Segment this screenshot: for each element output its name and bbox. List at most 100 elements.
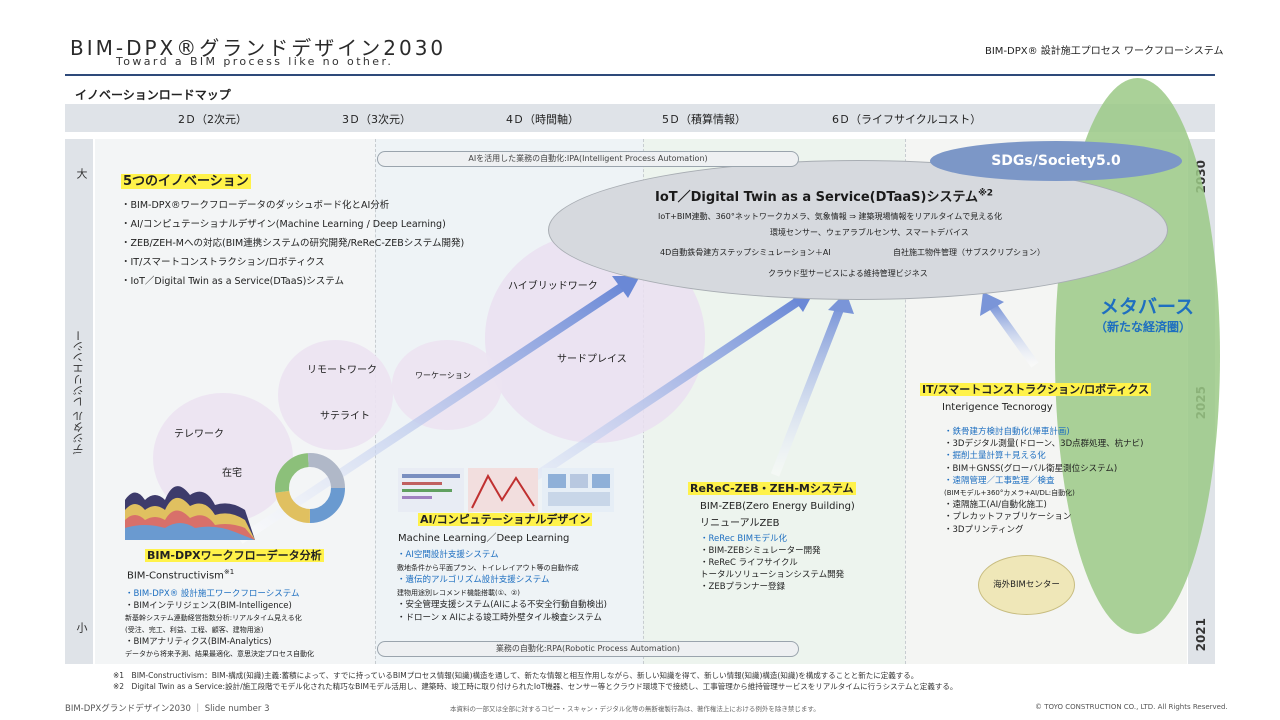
dimension-3d: 3Ｄ（3次元） [342,113,411,126]
zeb-title-text: ReReC-ZEB・ZEH-Mシステム [688,482,856,495]
dtaas-ellipse [548,160,1168,300]
ai-design-title-text: AI/コンピュテーショナルデザイン [418,513,593,526]
zeb-subtitle-renewal: リニューアルZEB [700,518,780,529]
ai-design-item: ・ドローン x AIによる竣工時外壁タイル検査システム [397,612,602,623]
ai-design-subtitle: Machine Learning／Deep Learning [398,533,570,544]
label-workation: ワーケーション [415,371,471,380]
axis-label-small: 小 [75,622,88,633]
dtaas-line: 環境センサー、ウェアラブルセンサ、スマートデバイス [770,228,969,237]
it-title-text: IT/スマートコンストラクション/ロボティクス [920,383,1152,396]
metaverse-title: メタバース [1100,296,1195,318]
label-third-place: サードプレイス [557,354,627,365]
ai-design-item: ・安全管理支援システム(AIによる不安全行動自動検出) [397,600,607,610]
zeb-item: ・ZEBプランナー登録 [700,582,786,592]
workflow-title-text: BIM-DPXワークフローデータ分析 [145,549,324,562]
dashboard-area-chart-image [125,486,255,540]
ai-design-item: 敷地条件から平面プラン、トイレレイアウト等の自動作成 [397,563,579,572]
workflow-title: BIM-DPXワークフローデータ分析 [145,547,324,563]
footnote-1: ※1 BIM-Constructivism：BIM-構成(知識)主義:蓄積によっ… [113,671,919,680]
it-item: ・3Dデジタル測量(ドローン、3D点群処理、杭ナビ) [944,439,1144,450]
label-home: 在宅 [222,468,242,479]
workflow-subtitle: BIM-Constructivism※1 [127,568,234,581]
it-item: ・遠隔施工(AI/自動化施工) [944,500,1047,511]
dashboard-donut-chart-image [275,453,345,523]
ai-design-title: AI/コンピュテーショナルデザイン [418,511,593,527]
bubble-workation [392,340,502,430]
arrow-workflow-to-dtaas [237,276,640,544]
zeb-list: ・ReRec BIMモデル化 ・BIM-ZEBシミュレーター開発 ・ReReC … [700,533,844,593]
arrow-zeb-to-dtaas [770,292,854,477]
dimension-2d: 2Ｄ（2次元） [178,113,247,126]
column-divider [905,139,906,664]
dtaas-line: クラウド型サービスによる維持管理ビジネス [768,269,928,278]
zeb-item: ・ReRec BIMモデル化 [700,534,788,544]
zeb-item: ・ReReC ライフサイクル [700,558,798,568]
footnote-2: ※2 Digital Twin as a Service:設計/施工段階でモデル… [113,682,958,691]
label-satellite: サテライト [320,411,370,422]
it-item: ・掘削土量計算＋見える化 [944,451,1046,462]
workflow-subtitle-text: BIM-Constructivism [127,570,224,582]
workflow-item: データから将来予測、結果最適化、意思決定プロセス自動化 [125,650,314,658]
dtaas-title-text: IoT／Digital Twin as a Service(DTaaS)システム [655,190,979,205]
dtaas-line: IoT+BIM連動、360°ネットワークカメラ、気象情報 ⇒ 建築現場情報をリア… [658,212,1003,221]
workflow-item: 新基幹システム連動経営指数分析:リアルタイム見える化 [125,614,302,622]
ai-design-screenshots-image [398,468,614,512]
workflow-item: ・BIM-DPX® 設計施工ワークフローシステム [125,589,300,599]
footer-slide-number: BIM-DPXグランドデザイン2030 ｜ Slide number 3 [65,704,270,714]
it-item: (BIMモデル+360°カメラ+AI/DL:自動化) [944,489,1075,498]
left-axis [65,139,93,664]
workflow-item: ・BIMアナリティクス(BIM-Analytics) [125,637,272,647]
bubble-remote-work [278,340,393,450]
label-hybrid-work: ハイブリッドワーク [508,281,598,292]
slide-subtitle: Toward a BIM process like no other. [116,55,394,68]
label-remote-work: リモートワーク [307,365,377,376]
workflow-item: (受注、完工、利益、工程、顧客、建物用途) [125,626,264,634]
zeb-subtitle: BIM-ZEB(Zero Energy Building) [700,501,855,512]
dimension-6d: 6Ｄ（ライフサイクルコスト） [832,113,982,126]
footer-copyright: © TOYO CONSTRUCTION CO., LTD. All Rights… [1035,703,1228,711]
it-item: ・遠隔管理／工事監理／検査 [944,475,1055,486]
it-title: IT/スマートコンストラクション/ロボティクス [920,381,1152,397]
slide-title: BIM-DPX®グランドデザイン2030 [70,36,447,60]
dtaas-title-sup: ※2 [978,188,994,199]
innovations-list: ・BIM-DPX®ワークフローデータのダッシュボード化とAI分析 ・AI/コンピ… [121,196,464,291]
axis-label-large: 大 [75,168,88,179]
workflow-list: ・BIM-DPX® 設計施工ワークフローシステム ・BIMインテリジェンス(BI… [125,588,314,660]
it-subtitle: Interigence Tecnorogy [942,402,1053,413]
slide-tagline: BIM-DPX® 設計施工プロセス ワークフローシステム [985,46,1224,57]
innovations-title-text: 5つのイノベーション [121,174,251,189]
rpa-label: 業務の自動化:RPA(Robotic Process Automation) [377,641,799,657]
dtaas-title: IoT／Digital Twin as a Service(DTaaS)システム… [655,186,993,205]
sdgs-ellipse: SDGs/Society5.0 [930,141,1182,181]
footer-copyright-notice: 本資料の一部又は全部に対するコピー・スキャン・デジタル化等の無断複製行為は、著作… [450,705,820,713]
workflow-item: ・BIMインテリジェンス(BIM-Intelligence) [125,601,292,611]
zeb-title: ReReC-ZEB・ZEH-Mシステム [688,480,856,496]
dimension-5d: 5Ｄ（積算情報） [662,113,746,126]
overseas-bim-center: 海外BIMセンター [978,555,1075,615]
innovations-title: 5つのイノベーション [121,170,251,189]
dtaas-line: 自社施工物件管理（サブスクリプション） [893,248,1045,257]
dtaas-line: 4D自動鉄骨建方ステップシミュレーション＋AI [660,248,831,257]
ai-design-item: 建物用途別レコメンド機能搭載(①、②) [397,588,521,597]
innovation-item: ・IoT／Digital Twin as a Service(DTaaS)システ… [121,276,345,287]
ai-design-item: ・遺伝的アルゴリズム設計支援システム [397,575,550,585]
dimension-bar [65,104,1215,132]
ai-design-list: ・AI空間設計支援システム 敷地条件から平面プラン、トイレレイアウト等の自動作成… [397,549,607,624]
zeb-item: トータルソリューションシステム開発 [700,570,845,580]
innovation-item: ・AI/コンピュテーショナルデザイン(Machine Learning / De… [121,219,446,230]
it-item: ・BIM＋GNSS(グローバル衛星測位システム) [944,463,1118,474]
header-divider [65,74,1215,76]
metaverse-subtitle: （新たな経済圏） [1095,320,1192,334]
label-telework: テレワーク [174,429,224,440]
zeb-item: ・BIM-ZEBシミュレーター開発 [700,546,821,556]
it-item: ・3Dプリンティング [944,524,1024,535]
ipa-label: AIを活用した業務の自動化:IPA(Intelligent Process Au… [377,151,799,167]
innovation-item: ・ZEB/ZEH-Mへの対応(BIM連携システムの研究開発/ReReC-ZEBシ… [121,238,465,249]
ai-design-item: ・AI空間設計支援システム [397,550,499,560]
dimension-4d: 4Ｄ（時間軸） [506,113,579,126]
it-list: ・鉄骨建方検討自動化(帰車計画) ・3Dデジタル測量(ドローン、3D点群処理、杭… [944,426,1143,536]
it-item: ・鉄骨建方検討自動化(帰車計画) [944,427,1070,437]
innovation-item: ・IT/スマートコンストラクション/ロボティクス [121,257,325,268]
innovation-item: ・BIM-DPX®ワークフローデータのダッシュボード化とAI分析 [121,200,390,211]
